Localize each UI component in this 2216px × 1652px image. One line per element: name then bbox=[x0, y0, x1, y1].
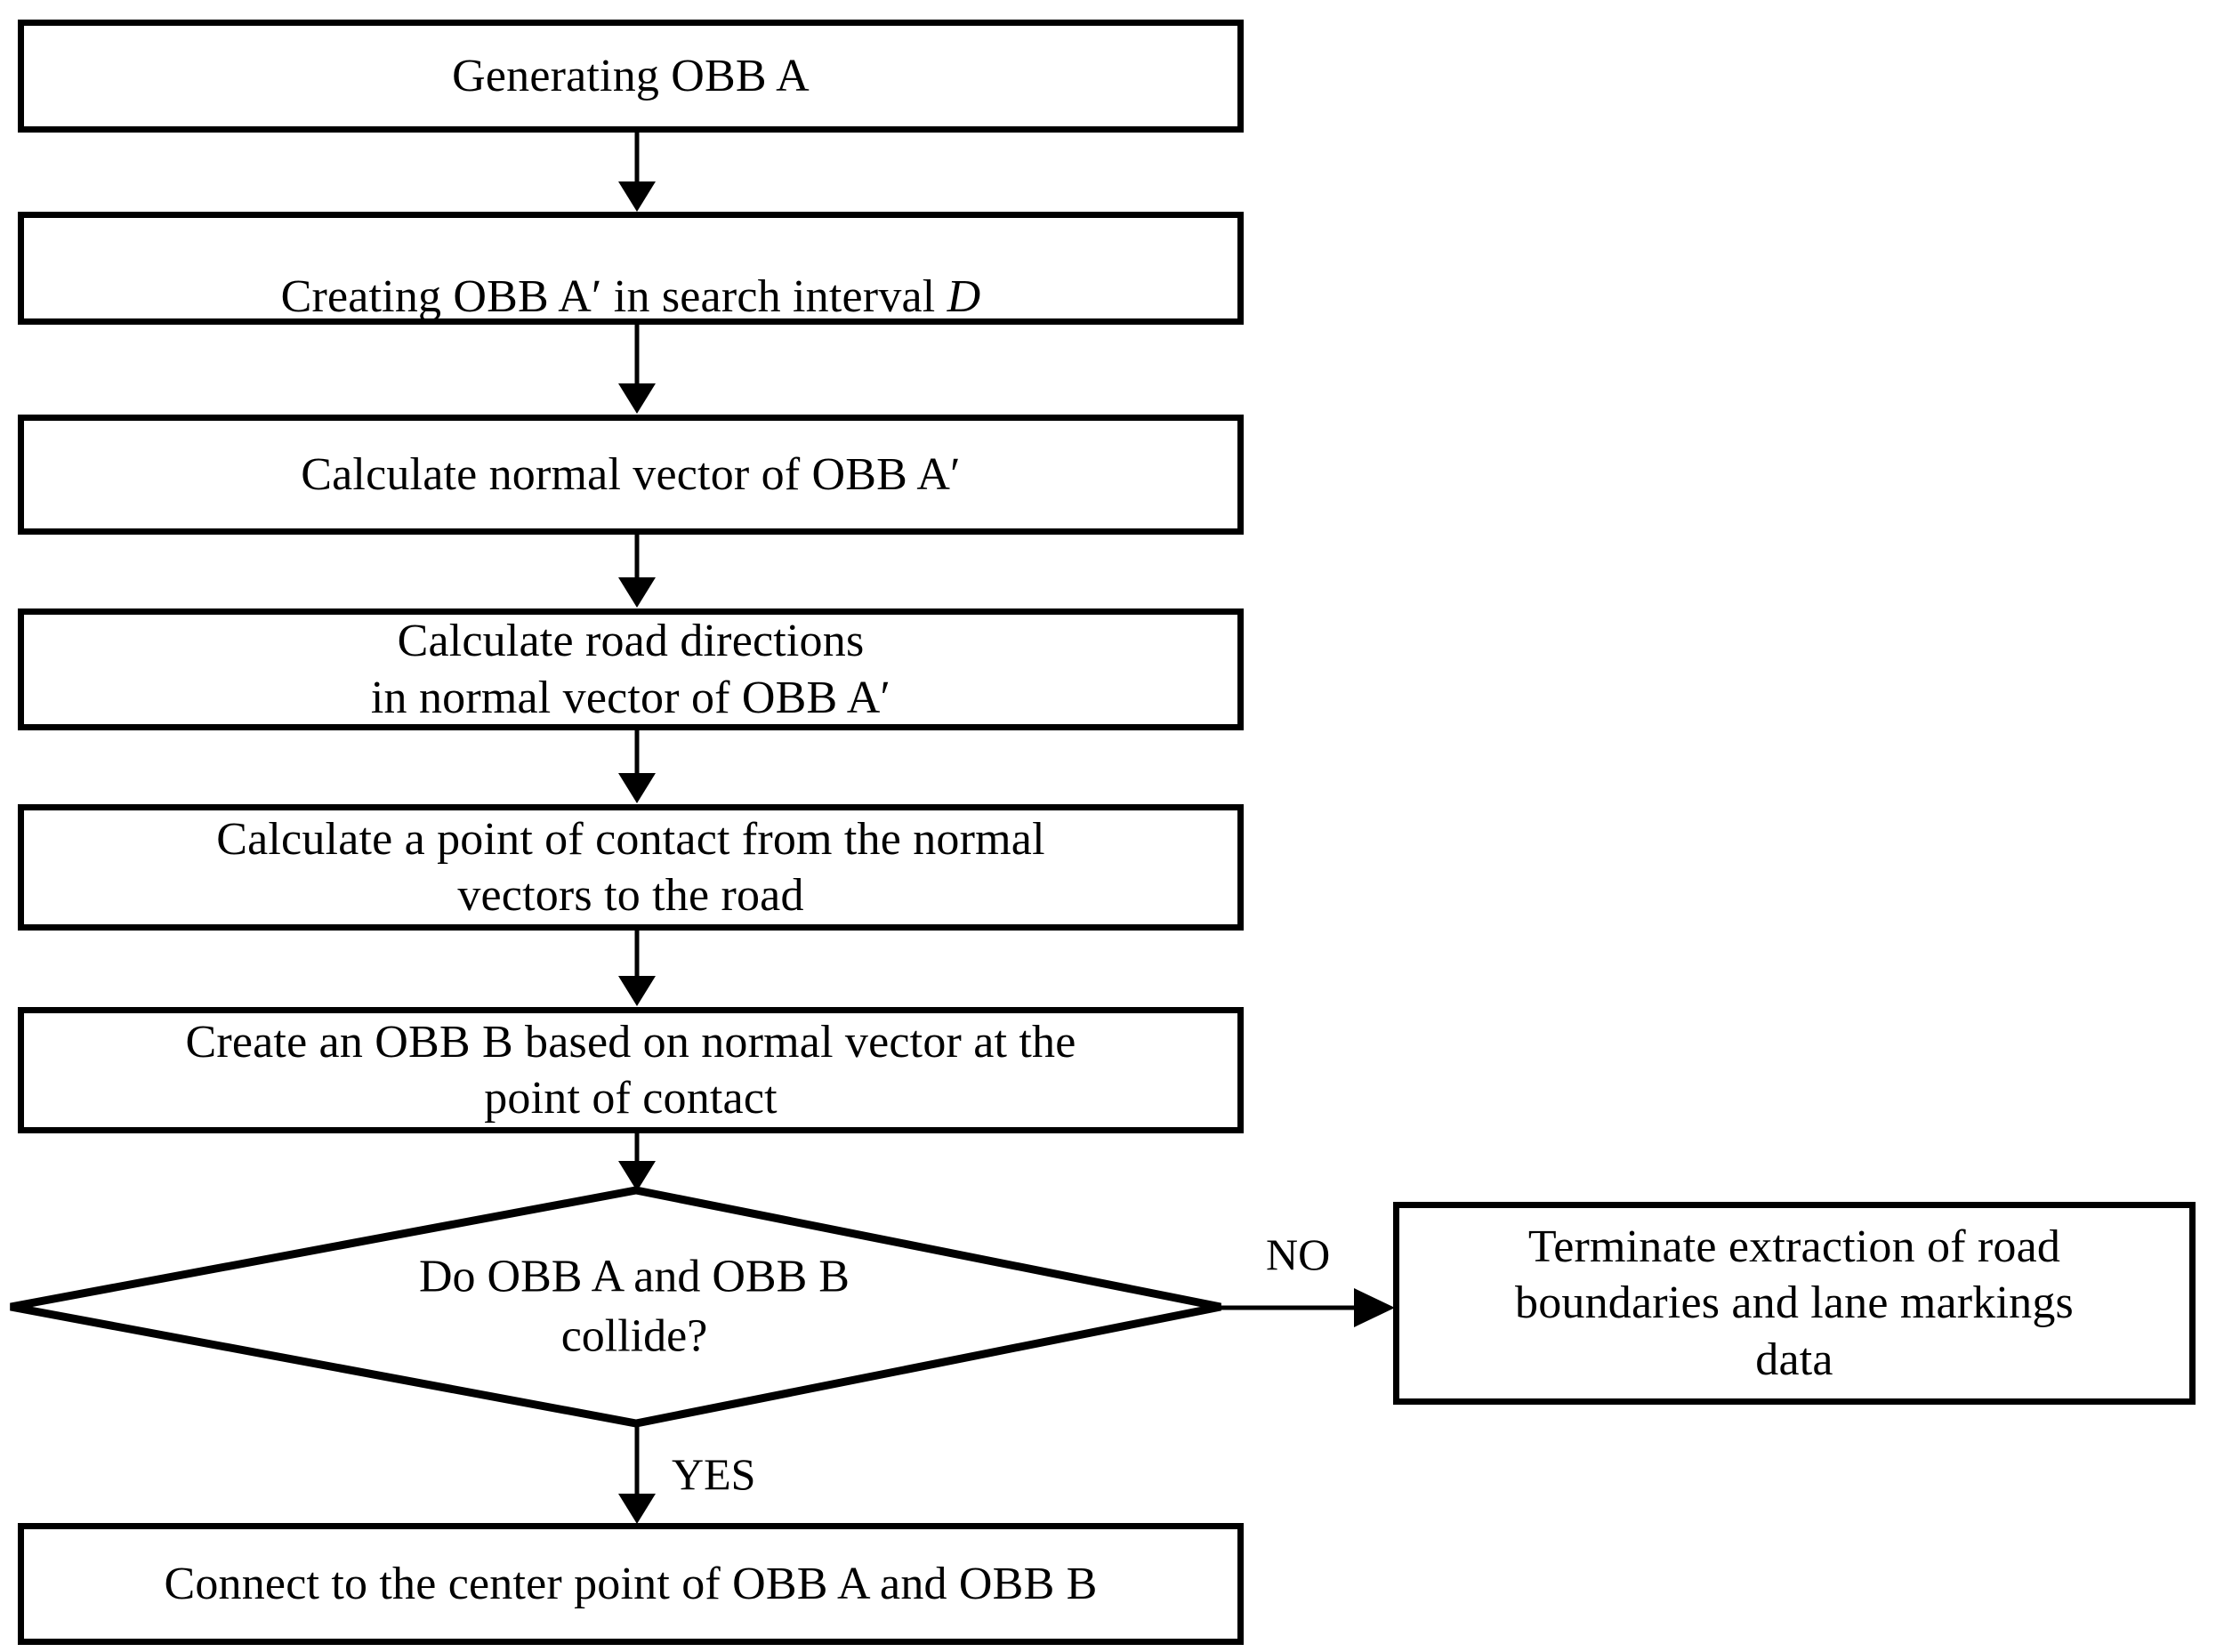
arrowhead-down-icon bbox=[618, 1494, 656, 1524]
node-create-obb-b-label: Create an OBB B based on normal vector a… bbox=[185, 1016, 1076, 1124]
node-creating-obb-a-prime-text: Creating OBB A′ in search interval bbox=[280, 270, 947, 322]
connector-generate-to-create bbox=[618, 133, 656, 212]
node-calculate-point-of-contact-label: Calculate a point of contact from the no… bbox=[216, 813, 1045, 921]
arrowhead-down-icon bbox=[618, 383, 656, 414]
node-connect-center-points-label: Connect to the center point of OBB A and… bbox=[164, 1558, 1098, 1609]
node-calculate-normal-vector[interactable]: Calculate normal vector of OBB A′ bbox=[18, 415, 1244, 535]
node-generating-obb-a-label: Generating OBB A bbox=[452, 50, 810, 101]
connector-decision-yes-to-connect bbox=[618, 1423, 656, 1524]
node-calculate-road-directions[interactable]: Calculate road directions in normal vect… bbox=[18, 608, 1244, 730]
node-creating-obb-a-prime-label: Creating OBB A′ in search interval D bbox=[269, 212, 994, 325]
node-calculate-road-directions-label: Calculate road directions in normal vect… bbox=[370, 616, 891, 723]
decision-diamond-shape bbox=[10, 1186, 1221, 1428]
connector-contact-to-obb-b bbox=[618, 931, 656, 1006]
connector-obb-b-to-decision bbox=[618, 1133, 656, 1191]
node-creating-obb-a-prime[interactable]: Creating OBB A′ in search interval D bbox=[18, 212, 1244, 325]
node-collision-decision[interactable]: Do OBB A and OBB B collide? bbox=[7, 1186, 1224, 1428]
arrowhead-down-icon bbox=[618, 181, 656, 212]
node-create-obb-b[interactable]: Create an OBB B based on normal vector a… bbox=[18, 1007, 1244, 1133]
node-calculate-point-of-contact[interactable]: Calculate a point of contact from the no… bbox=[18, 804, 1244, 931]
arrowhead-down-icon bbox=[618, 773, 656, 803]
arrowhead-down-icon bbox=[618, 577, 656, 608]
arrowhead-down-icon bbox=[618, 1161, 656, 1191]
node-calculate-normal-vector-label: Calculate normal vector of OBB A′ bbox=[301, 448, 961, 500]
node-connect-center-points[interactable]: Connect to the center point of OBB A and… bbox=[18, 1523, 1244, 1645]
node-terminate-extraction[interactable]: Terminate extraction of road boundaries … bbox=[1393, 1202, 2196, 1405]
node-generating-obb-a[interactable]: Generating OBB A bbox=[18, 20, 1244, 133]
connector-directions-to-contact bbox=[618, 730, 656, 803]
node-terminate-extraction-label: Terminate extraction of road boundaries … bbox=[1515, 1221, 2074, 1385]
diamond-outline bbox=[10, 1186, 1221, 1428]
arrowhead-right-icon bbox=[1354, 1288, 1395, 1327]
connector-create-to-normal bbox=[618, 325, 656, 414]
connector-normal-to-directions bbox=[618, 535, 656, 608]
connector-decision-no-to-terminate bbox=[1221, 1288, 1395, 1327]
arrowhead-down-icon bbox=[618, 976, 656, 1006]
edge-label-no: NO bbox=[1266, 1229, 1331, 1279]
search-interval-symbol: D bbox=[947, 270, 981, 322]
edge-label-yes: YES bbox=[672, 1449, 756, 1499]
